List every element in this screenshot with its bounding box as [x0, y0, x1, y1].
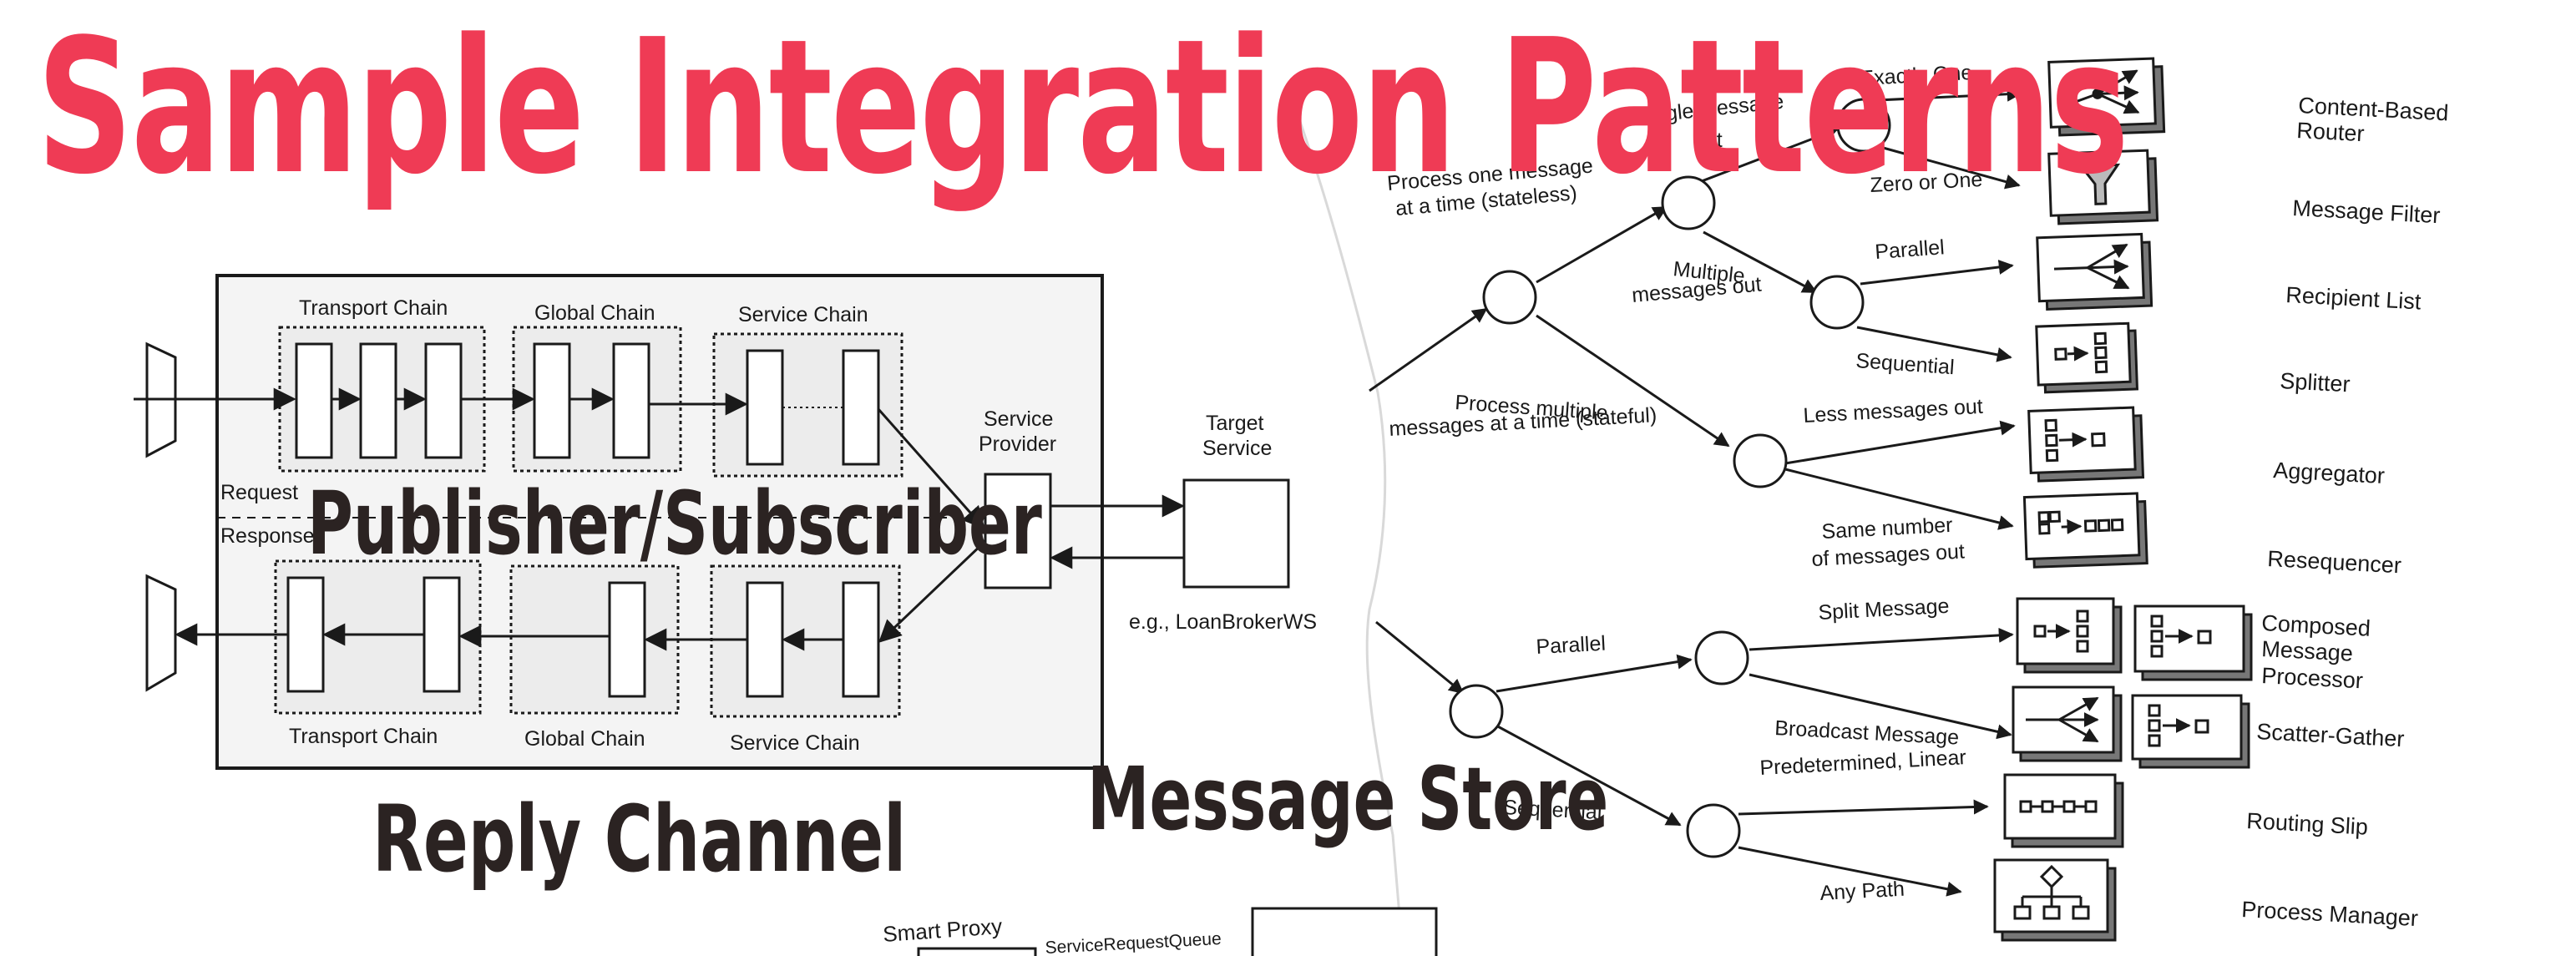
decision-node: [1694, 630, 1749, 685]
branch-label: of messages out: [1811, 539, 1966, 571]
target-service-label: Target: [1206, 412, 1264, 435]
decision-node: [1661, 175, 1716, 230]
outbound-adapter: [145, 574, 177, 692]
service-provider-label: Provider: [979, 432, 1056, 456]
service-provider-box: [984, 473, 1052, 589]
decision-tree: [1369, 86, 2022, 897]
page-title: Sample Integration Patterns: [37, 0, 2129, 215]
torn-paper-edge: [1297, 116, 1404, 956]
queue-label: ServiceRequestQueue: [1045, 929, 1222, 956]
example-service-label: e.g., LoanBrokerWS: [1129, 610, 1317, 634]
target-service-box: [1182, 478, 1290, 589]
target-service-label: Service: [1202, 437, 1272, 460]
smart-proxy-box: [917, 947, 1037, 956]
decision-node: [1686, 803, 1741, 858]
scatter-gather-icon: [2012, 685, 2250, 769]
service-request-queue-box: [1251, 907, 1438, 956]
routing-slip-icon: [2003, 773, 2124, 848]
decision-node: [1733, 433, 1788, 488]
response-label: Response: [220, 524, 315, 548]
top-chain-label: Transport Chain: [299, 296, 448, 320]
branch-label: Any Path: [1819, 878, 1905, 905]
splitter-icon: [2035, 321, 2139, 394]
pattern-label: Message: [2261, 636, 2354, 666]
pattern-label: Recipient List: [2285, 282, 2422, 314]
service-provider-label: Service: [984, 407, 1053, 431]
pattern-label: Composed: [2261, 610, 2371, 641]
pattern-label: Resequencer: [2267, 546, 2402, 578]
branch-label: Parallel: [1536, 632, 1607, 659]
bottom-chain-label: Global Chain: [524, 727, 645, 751]
branch-label: messages out: [1631, 273, 1763, 307]
publisher-subscriber-caption: Publisher/Subscriber: [307, 473, 1042, 574]
left-diagram-labels: Transport Chain Global Chain Service Cha…: [220, 296, 1317, 755]
pattern-label: Processor: [2261, 663, 2364, 693]
content-based-router-icon: [2047, 57, 2166, 137]
branch-label: Split Message: [1818, 594, 1950, 625]
decision-node: [1449, 684, 1504, 739]
smart-proxy-fragment: Smart Proxy ServiceRequestQueue: [882, 907, 1438, 956]
pattern-label: Message Filter: [2292, 195, 2441, 228]
pattern-label: Scatter-Gather: [2256, 719, 2405, 751]
left-diagram: [134, 274, 1290, 770]
message-store-caption: Message Store: [1087, 748, 1609, 850]
branch-label: Parallel: [1874, 235, 1945, 264]
branch-label: Sequential: [1503, 796, 1602, 824]
branch-label: Same number: [1821, 513, 1953, 544]
recipient-list-icon: [2036, 232, 2153, 311]
message-filter-icon: [2047, 149, 2159, 225]
composed-message-processor-icon: [2016, 597, 2253, 681]
decision-node: [1809, 275, 1865, 330]
branch-label: out: [1693, 129, 1723, 152]
pattern-label: Routing Slip: [2246, 808, 2369, 840]
top-chain-label: Service Chain: [738, 303, 868, 326]
branch-label: Sequential: [1855, 349, 1956, 379]
branch-label: Less messages out: [1803, 395, 1984, 427]
pattern-label: Aggregator: [2273, 458, 2386, 488]
pattern-label: Splitter: [2280, 368, 2351, 397]
request-label: Request: [220, 481, 298, 504]
pattern-labels: Content-Based Router Message Filter Reci…: [2241, 93, 2449, 931]
resequencer-icon: [2022, 492, 2148, 569]
pattern-label: Router: [2296, 118, 2366, 146]
pattern-icons: [1993, 57, 2253, 942]
branch-label: Predetermined, Linear: [1759, 746, 1967, 780]
bottom-chain-label: Transport Chain: [289, 725, 438, 748]
aggregator-icon: [2027, 406, 2145, 483]
decision-node: [1482, 270, 1537, 325]
reply-channel-caption: Reply Channel: [372, 786, 907, 893]
smart-proxy-label: Smart Proxy: [882, 913, 1003, 947]
bottom-chain-label: Service Chain: [730, 731, 860, 755]
decision-node: [1836, 98, 1891, 153]
branch-label: Broadcast Message: [1774, 716, 1960, 750]
process-manager-icon: [1993, 858, 2117, 942]
pattern-label: Process Manager: [2241, 897, 2419, 931]
top-chain-label: Global Chain: [534, 301, 655, 325]
